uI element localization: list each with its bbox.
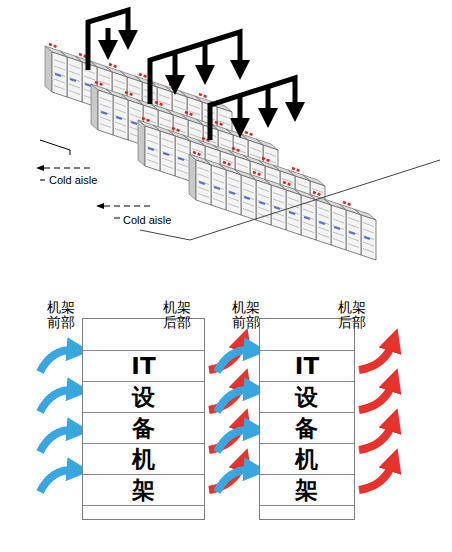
floor-lines: [40, 140, 440, 240]
hot-air-arrow: [359, 422, 393, 450]
rack-side-label: 机架后部: [338, 300, 366, 331]
hot-air-arrow: [359, 462, 393, 490]
rack-side-label: 机架后部: [163, 300, 191, 331]
rack-box: IT 设 备 机 架: [259, 318, 355, 520]
hot-air-arrow: [359, 382, 393, 410]
cold-air-arrow: [40, 430, 76, 452]
cold-air-arrow: [217, 430, 253, 452]
server-racks: [45, 44, 376, 260]
rack-label: IT 设 备 机 架: [292, 351, 322, 506]
rack-label: IT 设 备 机 架: [129, 351, 159, 506]
rack: [189, 152, 211, 205]
rack-box: IT 设 备 机 架: [82, 318, 205, 520]
cold-air-arrow: [40, 470, 76, 492]
hot-air-ducts: [88, 10, 295, 140]
cold-air-arrow: [217, 350, 253, 372]
cold-air-arrow: [40, 350, 76, 372]
hot-air-arrow: [359, 342, 393, 370]
aisle-label: Cold aisle: [122, 214, 172, 226]
rack: [45, 44, 67, 97]
rack: [138, 118, 160, 171]
cold-air-arrow: [217, 470, 253, 492]
cold-air-arrow: [40, 390, 76, 412]
cold-air-arrow: [217, 390, 253, 412]
rack: [91, 82, 113, 135]
rack-side-label: 机架前部: [47, 300, 75, 331]
rack-side-label: 机架前部: [232, 300, 260, 331]
aisle-label: Cold aisle: [48, 174, 98, 186]
